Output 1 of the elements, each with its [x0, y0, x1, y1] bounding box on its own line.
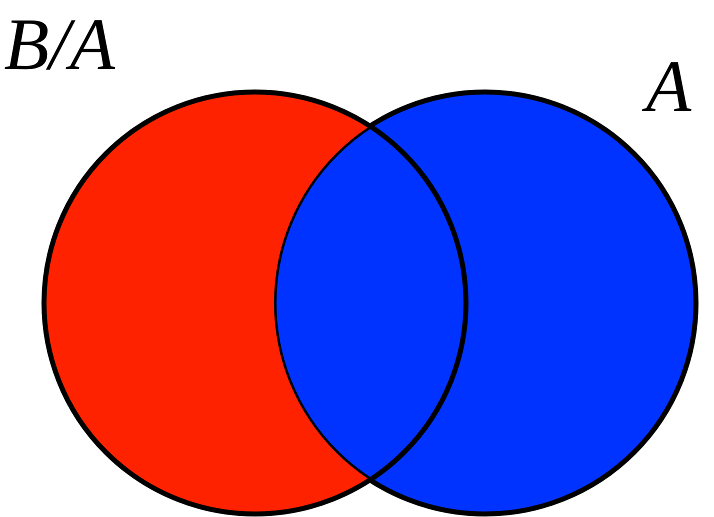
set-label: B/A [4, 8, 115, 82]
